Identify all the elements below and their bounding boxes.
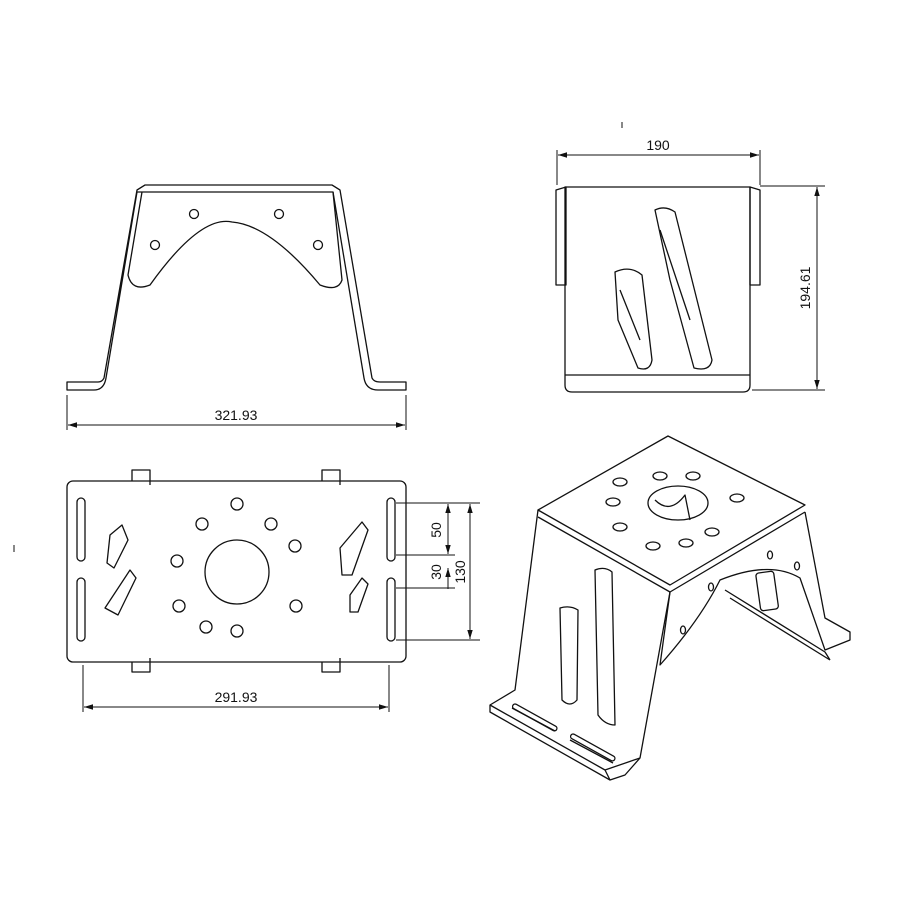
plan-width-label: 291.93 <box>215 689 258 705</box>
side-view: 190 194.61 <box>555 122 825 393</box>
plan-view: 291.93 50 30 130 <box>13 469 480 712</box>
side-width-label: 190 <box>646 137 670 153</box>
slot-gap-label: 30 <box>428 564 444 580</box>
slot-total-label: 130 <box>452 560 468 584</box>
slot-spacing-label: 50 <box>428 522 444 538</box>
side-height-label: 194.61 <box>797 266 813 309</box>
isometric-view <box>489 435 851 781</box>
front-width-label: 321.93 <box>215 407 258 423</box>
front-view: 321.93 <box>66 184 407 430</box>
